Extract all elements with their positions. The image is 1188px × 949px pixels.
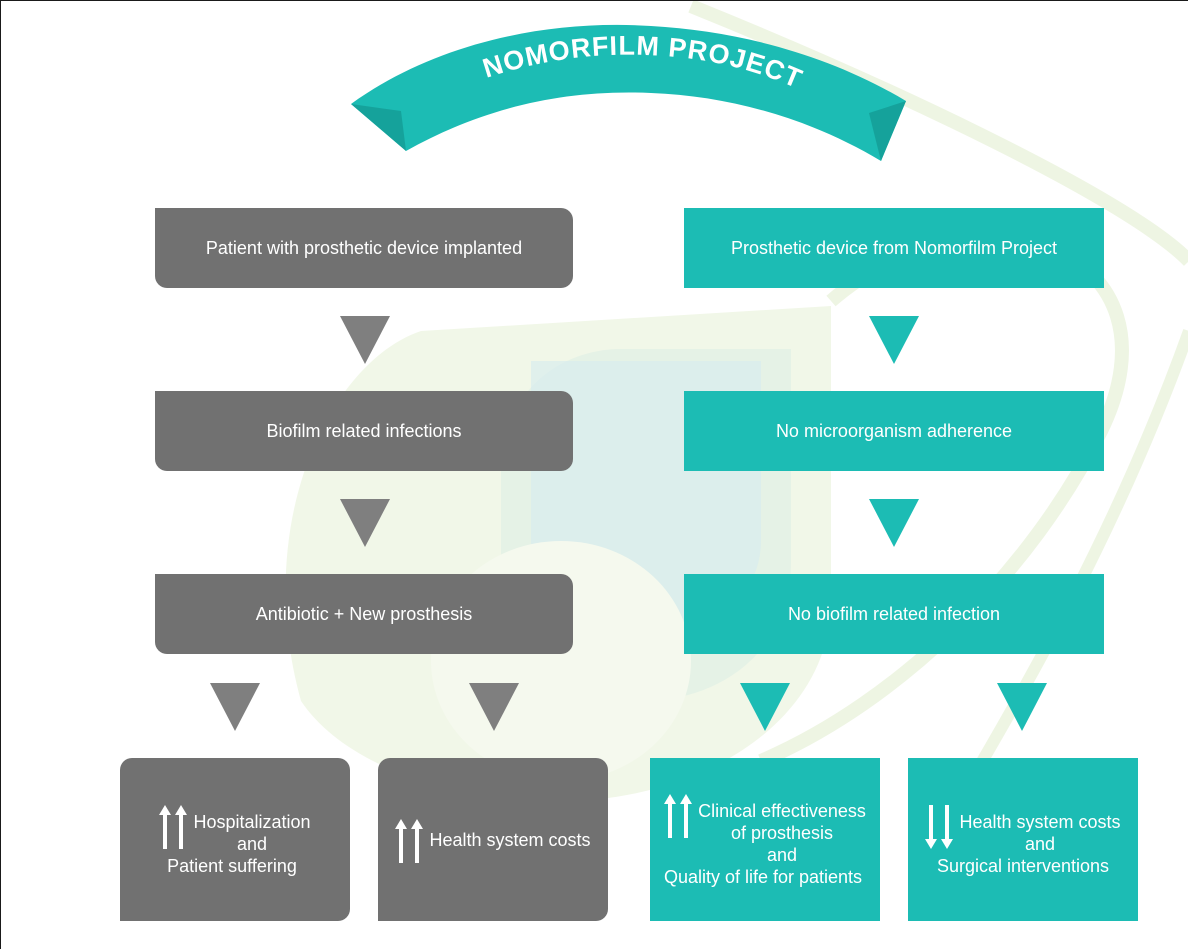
- right-step1-box: Prosthetic device from Nomorfilm Project: [684, 208, 1104, 288]
- left-step1-box: Patient with prosthetic device implanted: [155, 208, 573, 288]
- double-up-arrow-icon: [395, 818, 424, 863]
- double-up-arrow-icon: [159, 804, 188, 849]
- outcome-line: and: [1024, 833, 1056, 854]
- left-step2-label: Biofilm related infections: [266, 421, 462, 441]
- down-arrow-icon: [997, 683, 1047, 731]
- outcome-line: Clinical effectiveness: [698, 800, 866, 821]
- outcome-line: of prosthesis: [730, 822, 834, 843]
- right-step2-box: No microorganism adherence: [684, 391, 1104, 471]
- right-step3-box: No biofilm related infection: [684, 574, 1104, 654]
- left-step3-label: Antibiotic + New prosthesis: [255, 604, 473, 624]
- outcome-box-health-costs-down: Health system costs and Surgical interve…: [908, 758, 1138, 921]
- double-down-arrow-icon: [925, 804, 954, 849]
- down-arrow-icon: [210, 683, 260, 731]
- outcome-box-hospitalization: Hospitalization and Patient suffering: [120, 758, 350, 921]
- outcome-box-health-costs-up: Health system costs: [378, 758, 608, 921]
- down-arrow-icon: [869, 316, 919, 364]
- double-up-arrow-icon: [664, 793, 693, 838]
- right-step2-label: No microorganism adherence: [775, 421, 1013, 441]
- outcome-line: and: [766, 844, 798, 865]
- outcome-line: Patient suffering: [167, 855, 297, 876]
- outcome-box-clinical-effectiveness: Clinical effectiveness of prosthesis and…: [650, 758, 880, 921]
- outcome-line: Health system costs: [429, 829, 591, 850]
- right-step3-label: No biofilm related infection: [787, 604, 1001, 624]
- down-arrow-icon: [869, 499, 919, 547]
- down-arrow-icon: [340, 316, 390, 364]
- down-arrow-icon: [469, 683, 519, 731]
- left-step1-label: Patient with prosthetic device implanted: [205, 238, 523, 258]
- left-step2-box: Biofilm related infections: [155, 391, 573, 471]
- left-step3-box: Antibiotic + New prosthesis: [155, 574, 573, 654]
- outcome-line: Quality of life for patients: [663, 866, 863, 887]
- outcome-line: Surgical interventions: [936, 855, 1110, 876]
- title-banner: NOMORFILM PROJECT: [351, 24, 906, 161]
- outcome-line: and: [236, 833, 268, 854]
- outcome-line: Hospitalization: [193, 811, 311, 832]
- right-step1-label: Prosthetic device from Nomorfilm Project: [730, 238, 1058, 258]
- outcome-line: Health system costs: [959, 811, 1121, 832]
- down-arrow-icon: [740, 683, 790, 731]
- down-arrow-icon: [340, 499, 390, 547]
